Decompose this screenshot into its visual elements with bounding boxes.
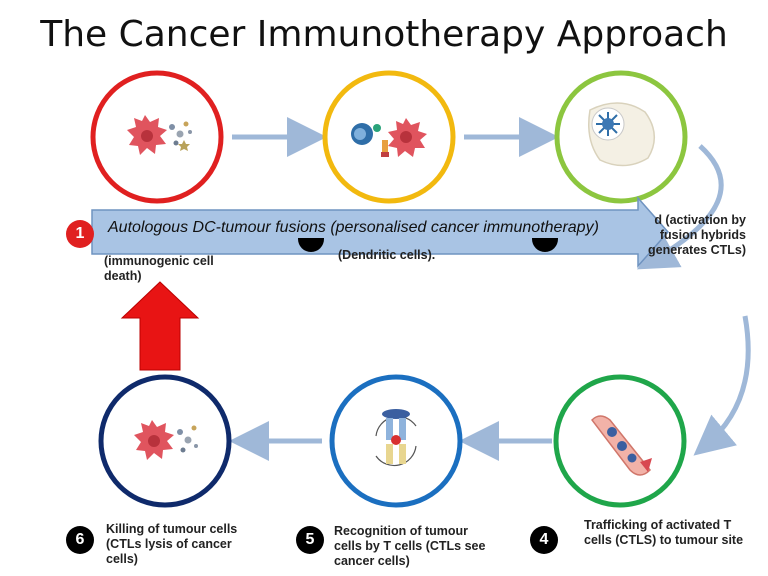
page-title: The Cancer Immunotherapy Approach bbox=[40, 14, 728, 55]
dying-tumour-cell-icon bbox=[127, 115, 192, 155]
step-2-badge-partial bbox=[298, 238, 324, 252]
step-4-badge: 4 bbox=[530, 526, 558, 554]
step-2-circle bbox=[322, 70, 456, 204]
step-1-badge: 1 bbox=[66, 220, 94, 248]
red-up-arrow bbox=[120, 281, 200, 371]
step-5-caption: Recognition of tumour cells by T cells (… bbox=[334, 524, 486, 568]
step-3-badge-partial bbox=[532, 238, 558, 252]
banner-label: Autologous DC-tumour fusions (personalis… bbox=[108, 219, 599, 236]
step-2-caption: (Dendritic cells). bbox=[338, 248, 436, 262]
arrow-3-to-4 bbox=[693, 315, 751, 456]
arrow-3-curve bbox=[636, 144, 724, 270]
step-4-caption: Trafficking of activated T cells (CTLS) … bbox=[584, 518, 744, 547]
step-1-caption: (immunogenic cell death) bbox=[104, 254, 214, 283]
lysed-tumour-cell-icon bbox=[134, 420, 198, 460]
step-3-caption: d (activation by fusion hybrids generate… bbox=[648, 213, 746, 257]
lymph-node-icon bbox=[588, 102, 655, 167]
step-6-badge: 6 bbox=[66, 526, 94, 554]
step-5-badge: 5 bbox=[296, 526, 324, 554]
step-6-caption: Killing of tumour cells (CTLs lysis of c… bbox=[106, 522, 238, 566]
banner-arrow bbox=[91, 196, 670, 268]
t-cell-recognition-icon bbox=[375, 409, 417, 467]
blood-vessel-icon bbox=[591, 415, 652, 476]
dendritic-cell-icon bbox=[351, 118, 427, 157]
